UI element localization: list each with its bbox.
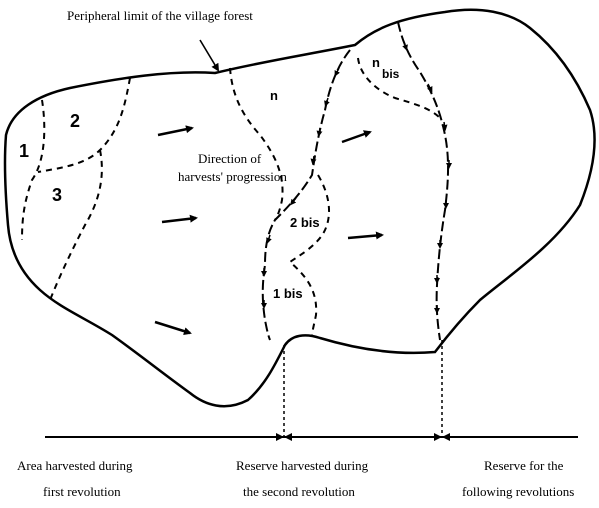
- caption-first-line2: first revolution: [43, 484, 121, 499]
- forest-boundary: [3, 8, 596, 408]
- direction-arrow: [157, 125, 194, 137]
- parcel-label-n-bis-suffix: bis: [382, 67, 400, 81]
- parcel-label-1: 1: [19, 141, 29, 161]
- parcel-label-3: 3: [52, 185, 62, 205]
- parcel-label-2: 2: [70, 111, 80, 131]
- parcel-label-1-bis: 1 bis: [273, 286, 303, 301]
- direction-arrows: [154, 125, 384, 336]
- parcel-label-n-bis: n: [372, 55, 380, 70]
- parcel-dividers: [21, 57, 441, 337]
- caption-third-line2: following revolutions: [462, 484, 574, 499]
- caption-first-line1: Area harvested during: [17, 458, 133, 473]
- peripheral-limit-label: Peripheral limit of the village forest: [67, 8, 253, 23]
- guide-lines: [283, 340, 443, 437]
- peripheral-limit-pointer: [199, 39, 220, 72]
- caption-third-line1: Reserve for the: [484, 458, 564, 473]
- caption-second-line2: the second revolution: [243, 484, 355, 499]
- direction-arrow: [347, 231, 384, 240]
- parcel-label-2-bis: 2 bis: [290, 215, 320, 230]
- direction-label-line2: harvests' progression: [178, 169, 287, 184]
- direction-arrow: [154, 320, 192, 336]
- direction-label-line1: Direction of: [198, 151, 262, 166]
- caption-second-line1: Reserve harvested during: [236, 458, 369, 473]
- revolution-boundaries: [261, 21, 450, 341]
- direction-arrow: [161, 214, 198, 224]
- boundary-arrowheads: [261, 41, 452, 314]
- parcel-label-n: n: [270, 88, 278, 103]
- second-revolution-boundary: [261, 49, 351, 341]
- direction-arrow: [341, 130, 372, 144]
- third-revolution-boundary: [397, 21, 450, 341]
